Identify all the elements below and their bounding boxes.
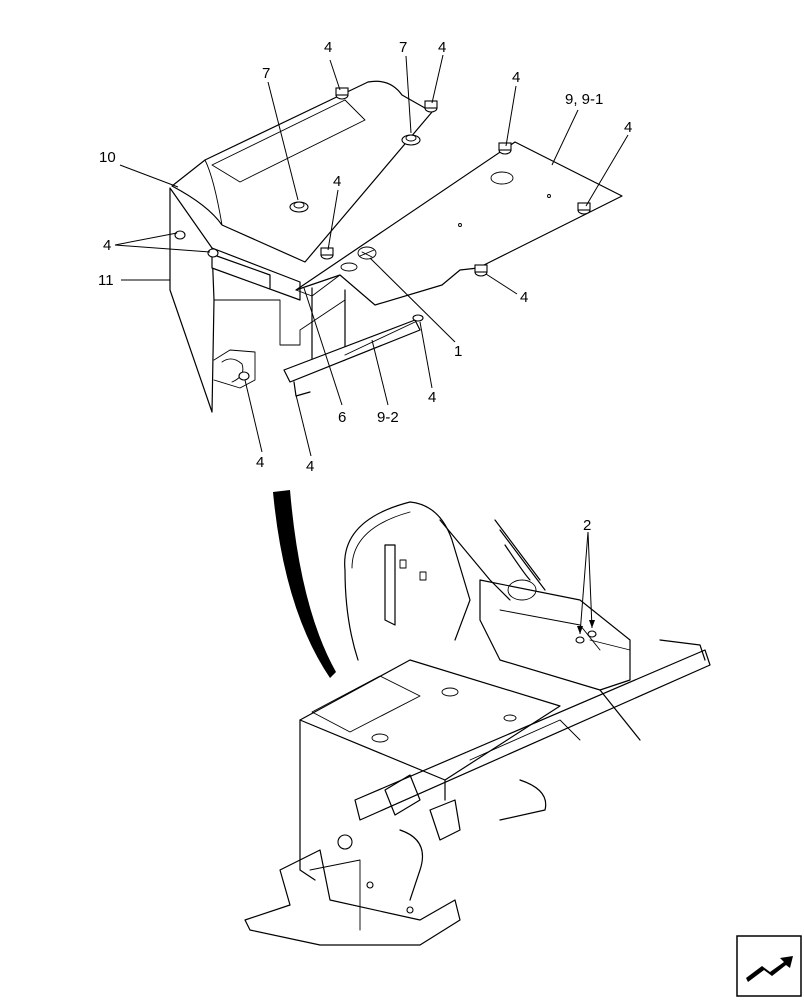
callout-11: 11 [98, 272, 114, 289]
fasteners [174, 87, 591, 381]
callout-4: 4 [333, 173, 341, 190]
plate-9 [295, 141, 623, 306]
machine-frame-assembly [244, 501, 711, 946]
callout-4: 4 [103, 237, 111, 254]
callout-4: 4 [428, 389, 436, 406]
callout-7: 7 [399, 39, 407, 56]
callout-9-2: 9-2 [377, 409, 399, 426]
side-panel-11 [169, 187, 215, 413]
callout-4: 4 [306, 458, 314, 475]
callout-7: 7 [262, 65, 270, 82]
callout-2: 2 [583, 517, 591, 534]
callout-1: 1 [454, 343, 462, 360]
callout-4: 4 [438, 39, 446, 56]
callout-4: 4 [324, 39, 332, 56]
next-page-arrow-icon[interactable] [736, 935, 802, 997]
plate-9-2 [283, 319, 421, 397]
callout-4: 4 [624, 119, 632, 136]
callout-6: 6 [338, 409, 346, 426]
seat-box-assembly [169, 80, 433, 413]
callout-labels: 4 7 7 4 4 9, 9-1 4 10 4 4 11 4 1 4 6 9-2… [98, 39, 632, 534]
callout-10: 10 [99, 149, 116, 166]
callout-4: 4 [520, 289, 528, 306]
callout-9-9-1: 9, 9-1 [565, 91, 603, 108]
leader-lines [114, 54, 629, 635]
callout-4: 4 [256, 454, 264, 471]
callout-4: 4 [512, 69, 520, 86]
reference-arc [273, 490, 336, 678]
